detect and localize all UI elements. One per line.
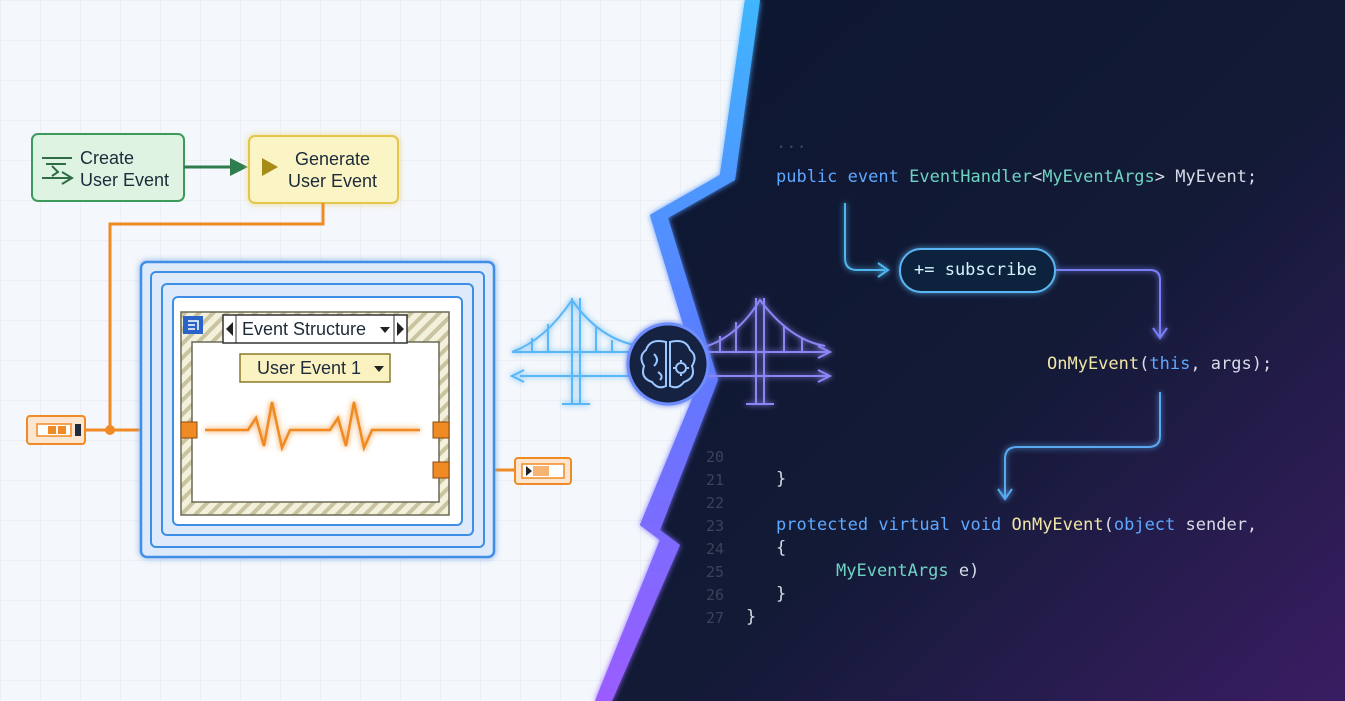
event-waveform <box>205 401 420 452</box>
invoke-rest: , args); <box>1190 354 1273 374</box>
dropdown-arrow-icon <box>374 366 384 372</box>
line-number: 27 <box>706 609 725 627</box>
output-tunnel <box>432 461 450 479</box>
line-number: 22 <box>706 494 725 512</box>
event-output-terminal[interactable] <box>514 457 572 485</box>
fn-onmyevent-decl: OnMyEvent <box>1011 515 1104 535</box>
input-tunnel <box>180 421 198 439</box>
brain-gear-icon <box>640 340 696 389</box>
generate-node-line1: Generate <box>294 149 371 169</box>
kw-void: void <box>960 515 1002 535</box>
args-rest: e) <box>948 561 980 581</box>
event-create-icon <box>42 157 74 185</box>
event-structure-selector[interactable] <box>222 314 408 344</box>
create-node-line2: User Event <box>80 170 170 190</box>
type-myeventargs-param: MyEventArgs <box>836 561 949 581</box>
code-ellipsis: ... <box>776 133 807 153</box>
code-line-protected: protected virtual void OnMyEvent(object … <box>776 515 1257 535</box>
code-line-invoke: OnMyEvent(this, args); <box>1047 354 1272 374</box>
event-case-label: User Event 1 <box>257 358 362 378</box>
paren-open: ( <box>1139 354 1150 374</box>
generate-node-line2: User Event <box>288 171 378 191</box>
code-close-brace-2: } <box>776 584 787 604</box>
arrowhead <box>230 158 248 176</box>
subscribe-text: += subscribe <box>914 260 1037 280</box>
bridge-right-icon <box>699 298 833 405</box>
type-eventhandler: EventHandler <box>909 167 1032 187</box>
generate-node-label: Generate User Event <box>288 148 377 192</box>
dropdown-arrow-icon <box>380 327 390 333</box>
code-open-brace: { <box>776 538 787 558</box>
event-structure-title: Event Structure <box>242 319 367 339</box>
code-close-brace-3: } <box>746 607 757 627</box>
fn-onmyevent: OnMyEvent <box>1047 354 1140 374</box>
code-close-brace-1: } <box>776 469 787 489</box>
line-number: 24 <box>706 540 725 558</box>
kw-this: this <box>1149 354 1191 374</box>
event-name: MyEvent; <box>1165 167 1258 187</box>
line-number: 20 <box>706 448 725 466</box>
bridge-hub <box>626 322 710 406</box>
paren-open-decl: ( <box>1103 515 1114 535</box>
kw-object: object <box>1113 515 1176 535</box>
play-triangle-icon <box>262 158 278 176</box>
code-line-args: MyEventArgs e) <box>836 561 979 581</box>
line-number: 26 <box>706 586 725 604</box>
type-myeventargs: MyEventArgs <box>1042 167 1155 187</box>
code-flow-arrows <box>844 203 1168 501</box>
increment-arrow-icon <box>397 322 404 336</box>
user-event-case-selector[interactable] <box>239 353 391 383</box>
create-node-line1: Create <box>80 148 135 168</box>
event-registration-input-terminal[interactable] <box>26 415 86 445</box>
subscribe-pill <box>899 248 1056 293</box>
kw-event: event <box>847 167 899 187</box>
code-line-public-event: public event EventHandler<MyEventArgs> M… <box>776 167 1257 187</box>
decrement-arrow-icon <box>226 322 233 336</box>
bridge-left-icon <box>509 298 641 405</box>
kw-virtual: virtual <box>878 515 951 535</box>
wire-junction <box>105 425 115 435</box>
kw-public: public <box>776 167 838 187</box>
output-tunnel <box>432 421 450 439</box>
gt: > <box>1154 167 1166 187</box>
decl-rest: sender, <box>1175 515 1258 535</box>
lt: < <box>1031 167 1043 187</box>
dark-code-panel <box>595 0 1345 701</box>
line-number: 21 <box>706 471 725 489</box>
lightning-divider-icon <box>595 0 760 701</box>
create-node-label: Create User Event <box>80 147 169 191</box>
event-structure-frame <box>180 311 450 516</box>
line-number: 25 <box>706 563 725 581</box>
subscribe-label: += subscribe <box>914 260 1037 280</box>
line-number: 23 <box>706 517 725 535</box>
kw-protected: protected <box>776 515 869 535</box>
